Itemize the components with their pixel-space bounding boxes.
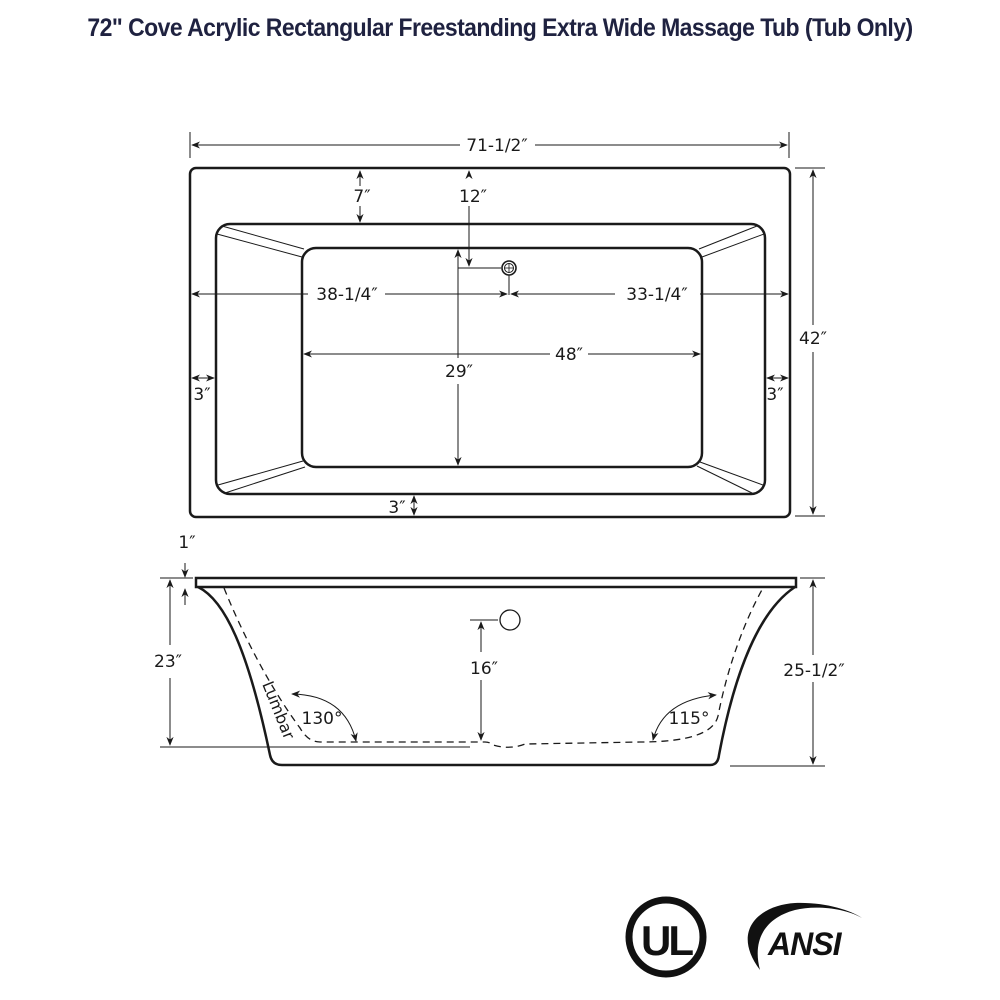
drain-icon — [501, 260, 517, 276]
dim-back-angle-left: 130° — [302, 709, 343, 729]
ul-logo: UL — [625, 896, 707, 978]
dim-interior-depth: 23″ — [154, 652, 182, 672]
dim-basin-width: 29″ — [445, 362, 473, 382]
ansi-logo-text: ANSI — [767, 926, 843, 962]
dim-overflow-height: 16″ — [470, 659, 498, 679]
ul-logo-text: UL — [641, 917, 693, 964]
dim-basin-length: 48″ — [555, 345, 583, 365]
dim-overall-width: 42″ — [799, 329, 827, 349]
basin-outline — [300, 246, 704, 469]
deck-outline — [214, 222, 767, 496]
ansi-logo: ANSI — [747, 902, 862, 970]
corner-slope-lines — [216, 225, 765, 494]
dim-rim-bottom: 3″ — [388, 498, 405, 518]
dim-rim-thickness: 1″ — [178, 533, 195, 553]
dim-overall-length: 71-1/2″ — [466, 136, 527, 156]
page-title: 72" Cove Acrylic Rectangular Freestandin… — [87, 14, 913, 42]
side-body-outline — [197, 585, 796, 767]
dim-drain-from-right: 33-1/4″ — [626, 285, 687, 305]
dim-rim-top-depth: 7″ — [353, 187, 370, 207]
side-rim — [194, 576, 798, 589]
side-view: 1″ 23″ 16″ 25-1/2″ 130° 115° Lumbar — [154, 533, 845, 767]
side-interior-dashed — [223, 587, 764, 748]
dim-overall-height: 25-1/2″ — [783, 661, 844, 681]
dim-drain-from-top: 12″ — [459, 187, 487, 207]
top-view: 71-1/2″ 42″ 7″ 12″ 38-1/4″ 33-1/4″ 48″ 2… — [188, 132, 827, 519]
dim-drain-from-left: 38-1/4″ — [316, 285, 377, 305]
overflow-icon — [499, 609, 521, 631]
dim-back-angle-right: 115° — [669, 709, 710, 729]
dim-rim-right: 3″ — [766, 385, 783, 405]
dim-rim-left: 3″ — [193, 385, 210, 405]
outer-rim-outline — [188, 166, 792, 519]
